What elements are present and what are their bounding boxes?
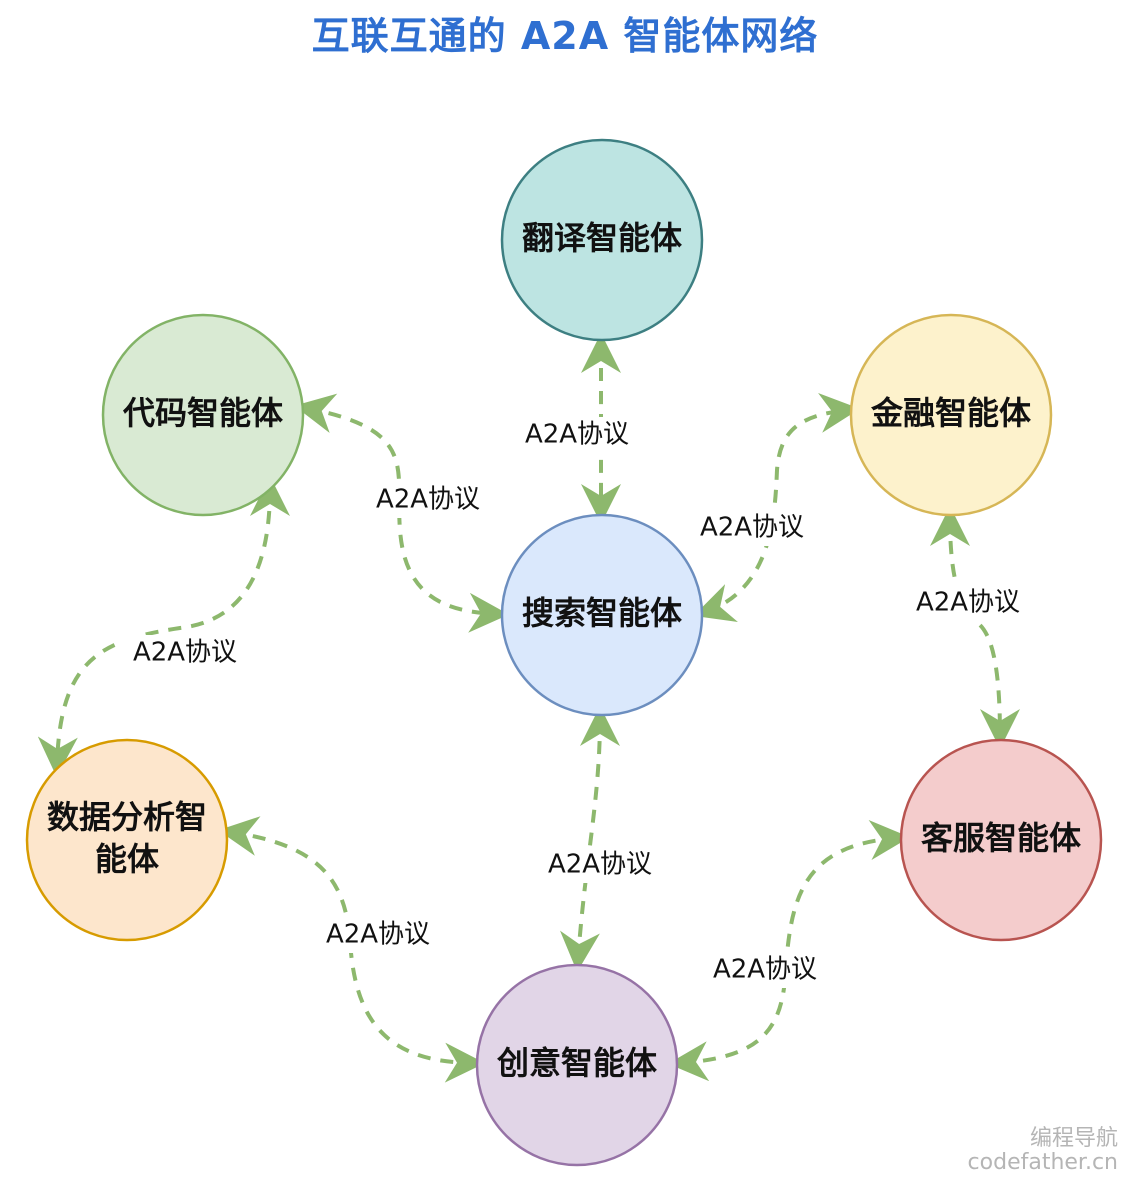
- watermark-brand: 编程导航: [1029, 1126, 1118, 1151]
- agent-circle-search: [500, 513, 704, 717]
- edge-label-background: [906, 585, 1030, 621]
- edge-label-background: [515, 417, 639, 453]
- connector-data-creative: [218, 816, 485, 1083]
- agent-label-data: 能体: [95, 840, 159, 878]
- edge-label-code-search: A2A协议: [376, 485, 480, 515]
- agent-circle-finance: [849, 313, 1053, 517]
- agent-label-service: 客服智能体: [921, 819, 1081, 857]
- agent-label-data: 数据分析智: [47, 798, 207, 836]
- agent-node-translate: 翻译智能体: [500, 138, 704, 342]
- agent-circle-code: [101, 313, 305, 517]
- edge-label-finance-service: A2A协议: [916, 588, 1020, 618]
- edge-labels-layer: A2A协议 A2A协议 A2A协议 A2A协议 A2A协议 A2A协议 A2A协议 A2A协议: [123, 417, 1030, 988]
- agent-node-code: 代码智能体: [101, 313, 305, 517]
- connector-code-data: [37, 476, 290, 777]
- agent-label-translate: 翻译智能体: [522, 219, 682, 257]
- agent-circle-translate: [500, 138, 704, 342]
- edge-label-background: [366, 482, 490, 518]
- edge-label-creative-service: A2A协议: [713, 955, 817, 985]
- agent-circle-creative: [475, 963, 679, 1167]
- connector-creative-service: [668, 820, 910, 1082]
- agent-node-service: 客服智能体: [899, 738, 1103, 942]
- agent-node-finance: 金融智能体: [849, 313, 1053, 517]
- edge-label-data-creative: A2A协议: [326, 920, 430, 950]
- edge-label-background: [316, 917, 440, 953]
- connector-code-search: [294, 393, 509, 633]
- edge-label-background: [690, 510, 814, 546]
- agent-label-code: 代码智能体: [122, 394, 283, 432]
- agent-circle-data: [25, 738, 229, 942]
- diagram-title: 互联互通的 A2A 智能体网络: [311, 14, 819, 58]
- agent-node-creative: 创意智能体: [475, 963, 679, 1167]
- connector-finance-service: [930, 506, 1020, 749]
- agent-label-creative: 创意智能体: [496, 1044, 657, 1082]
- watermark-url: codefather.cn: [967, 1150, 1118, 1175]
- agent-label-search: 搜索智能体: [522, 594, 682, 632]
- edges-layer: [37, 333, 1020, 1083]
- edge-label-search-finance: A2A协议: [700, 513, 804, 543]
- agent-label-finance: 金融智能体: [870, 394, 1031, 432]
- edge-label-background: [123, 635, 247, 671]
- edge-label-background: [538, 847, 662, 883]
- edge-label-background: [703, 952, 827, 988]
- agent-circle-service: [899, 738, 1103, 942]
- connector-search-finance: [693, 393, 860, 622]
- edge-label-search-creative: A2A协议: [548, 850, 652, 880]
- connector-search-creative: [560, 706, 620, 972]
- edge-label-translate-search: A2A协议: [525, 420, 629, 450]
- agent-node-search: 搜索智能体: [500, 513, 704, 717]
- edge-label-code-data: A2A协议: [133, 638, 237, 668]
